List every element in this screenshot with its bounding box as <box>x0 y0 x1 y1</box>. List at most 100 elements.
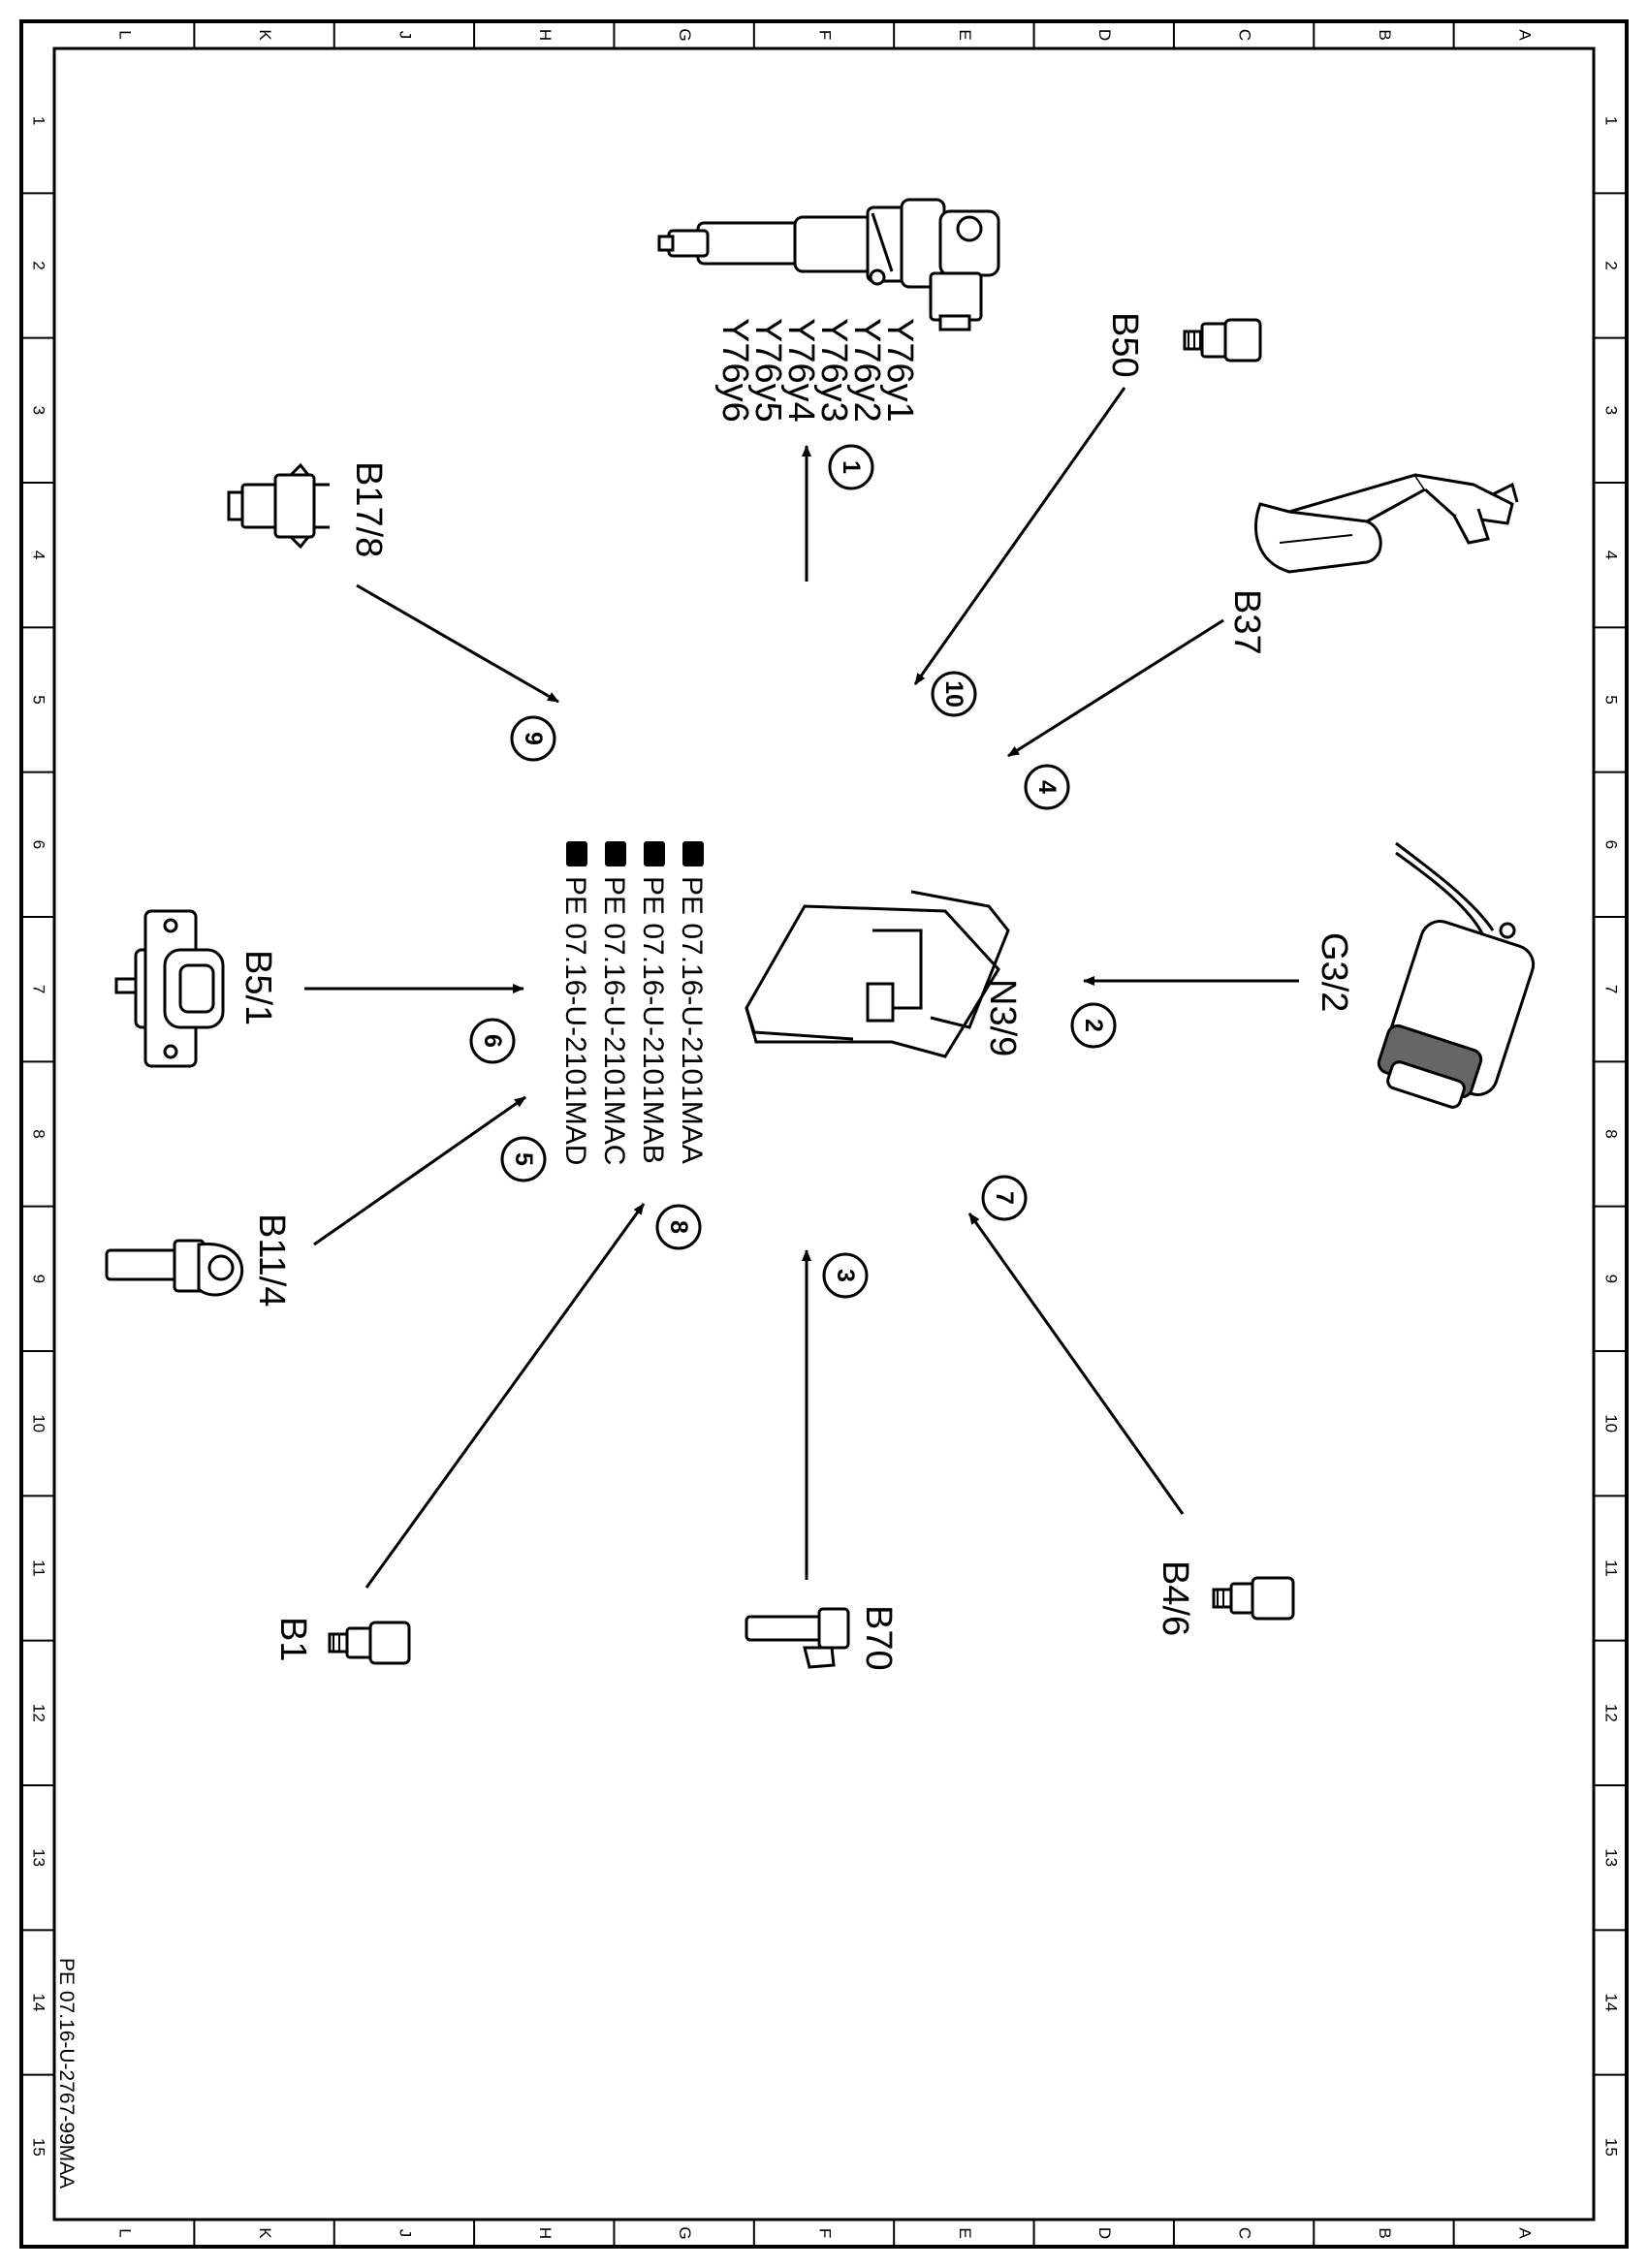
grid-number-left: 2 <box>30 261 48 269</box>
b50-sensor-illustration <box>1183 318 1262 362</box>
callout-number: 3 <box>832 1269 859 1282</box>
grid-letter-bottom: A <box>1515 2227 1534 2239</box>
arrow-b50 <box>913 387 1126 685</box>
callout-9: 9 <box>510 715 556 762</box>
grid-number-right: 8 <box>1602 1129 1621 1138</box>
grid-number-right: 12 <box>1602 1704 1621 1722</box>
arrow-b37 <box>1007 618 1224 758</box>
callout-number: 5 <box>510 1152 537 1166</box>
b5-1-label: B5/1 <box>238 950 278 1025</box>
callout-2: 2 <box>1070 1002 1117 1049</box>
grid-number-left: 8 <box>30 1129 48 1138</box>
grid-letter-bottom: J <box>396 2229 414 2238</box>
callout-8: 8 <box>655 1204 702 1250</box>
grid-letter-bottom: L <box>116 2228 135 2237</box>
callout-7: 7 <box>981 1175 1028 1221</box>
grid-number-right: 14 <box>1602 1994 1621 2012</box>
grid-letter-top: K <box>256 29 274 41</box>
grid-letter-top: G <box>676 28 694 41</box>
grid-number-left: 14 <box>30 1994 48 2012</box>
grid-number-right: 1 <box>1602 116 1621 125</box>
grid-letter-bottom: E <box>956 2227 974 2238</box>
ref-icon <box>566 841 704 866</box>
wiring-diagram-references: PE 07.16-U-2101MAA PE 07.16-U-2101MAB PE… <box>559 841 708 1165</box>
grid-letter-bottom: B <box>1376 2227 1394 2238</box>
b17-8-sensor-illustration <box>227 462 330 550</box>
grid-letter-top: H <box>536 29 555 41</box>
callout-number: 10 <box>940 680 967 708</box>
grid-number-left: 1 <box>30 116 48 125</box>
grid-letter-top: C <box>1236 29 1254 41</box>
grid-letter-top: B <box>1376 29 1394 40</box>
injector-label-3: Y76y3 <box>813 318 854 423</box>
n3-9-control-unit-illustration <box>745 890 1010 1058</box>
callout-number: 2 <box>1080 1019 1107 1032</box>
callout-1: 1 <box>828 444 874 490</box>
b11-4-label: B11/4 <box>251 1213 292 1307</box>
injector-label-2: Y76y2 <box>846 318 887 423</box>
injector-label-5: Y76y5 <box>747 318 788 423</box>
b70-label: B70 <box>858 1605 899 1671</box>
callout-3: 3 <box>822 1252 869 1299</box>
grid-number-right: 2 <box>1602 261 1621 269</box>
grid-number-left: 7 <box>30 985 48 993</box>
callout-6: 6 <box>469 1018 516 1064</box>
arrow-b1 <box>364 1203 646 1589</box>
b1-sensor-illustration <box>328 1621 411 1665</box>
grid-number-right: 3 <box>1602 406 1621 415</box>
grid-letter-bottom: F <box>816 2228 835 2238</box>
b4-6-sensor-illustration <box>1212 1576 1295 1621</box>
wiring-ref-3: PE 07.16-U-2101MAC <box>598 876 630 1165</box>
b70-sensor-illustration <box>745 1607 850 1669</box>
callout-number: 7 <box>991 1191 1018 1205</box>
grid-letter-top: D <box>1095 29 1114 41</box>
grid-number-left: 15 <box>30 2138 48 2157</box>
callout-number: 1 <box>838 460 865 474</box>
grid-letter-bottom: H <box>536 2227 555 2239</box>
grid-number-left: 3 <box>30 406 48 415</box>
callout-number: 8 <box>665 1220 692 1234</box>
b4-6-label: B4/6 <box>1155 1560 1195 1636</box>
b17-8-label: B17/8 <box>348 461 389 557</box>
grid-number-right: 13 <box>1602 1848 1621 1867</box>
grid-number-right: 5 <box>1602 695 1621 704</box>
g3-2-lambda-sensor-illustration <box>1377 841 1536 1109</box>
callout-5: 5 <box>500 1136 547 1182</box>
grid-number-left: 12 <box>30 1704 48 1722</box>
grid-number-right: 15 <box>1602 2138 1621 2157</box>
injector-label-4: Y76y4 <box>780 318 821 423</box>
grid-letter-top: A <box>1515 29 1534 41</box>
callout-circles: 1 2 3 4 5 6 7 8 9 10 <box>469 444 1117 1299</box>
grid-number-left: 10 <box>30 1414 48 1433</box>
grid-letter-bottom: K <box>256 2227 274 2239</box>
connection-arrows <box>304 387 1299 1589</box>
grid-number-right: 10 <box>1602 1414 1621 1433</box>
callout-number: 4 <box>1033 780 1061 794</box>
grid-letter-top: L <box>116 30 135 39</box>
wiring-ref-4: PE 07.16-U-2101MAD <box>559 876 591 1165</box>
injector-label-1: Y76y1 <box>879 318 920 423</box>
g3-2-label: G3/2 <box>1314 932 1354 1012</box>
grid-letter-top: F <box>816 30 835 40</box>
b5-1-sensor-illustration <box>114 909 225 1068</box>
arrow-b11-4 <box>313 1095 526 1246</box>
b1-label: B1 <box>272 1617 313 1661</box>
callout-number: 9 <box>520 732 547 745</box>
grid-number-left: 4 <box>30 551 48 559</box>
b37-label: B37 <box>1226 589 1267 655</box>
grid-number-left: 5 <box>30 695 48 704</box>
arrow-b17-8 <box>356 583 559 704</box>
grid-letter-bottom: D <box>1095 2227 1114 2239</box>
grid-number-left: 6 <box>30 840 48 849</box>
b50-label: B50 <box>1104 312 1145 378</box>
document-id: PE 07.16-U-2767-99MAA <box>55 1958 78 2189</box>
callout-4: 4 <box>1024 764 1070 810</box>
drawing-frame <box>19 19 1629 2249</box>
grid-letter-top: E <box>956 29 974 40</box>
injector-illustration <box>657 198 1000 331</box>
grid-number-right: 6 <box>1602 840 1621 849</box>
callout-number: 6 <box>479 1034 506 1048</box>
grid-number-right: 11 <box>1602 1559 1621 1577</box>
